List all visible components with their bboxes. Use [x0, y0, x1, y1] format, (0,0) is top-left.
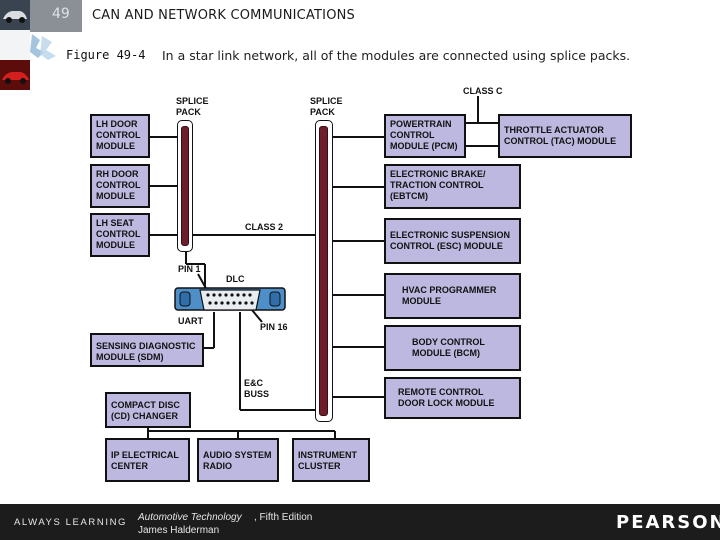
- gear-thumbnail: [0, 30, 56, 60]
- right-splice-pack-core: [319, 126, 328, 416]
- wiring-lines: [147, 96, 498, 438]
- tac-line-2: CONTROL (TAC) MODULE: [504, 136, 617, 146]
- pin-16-label: PIN 16: [260, 322, 288, 332]
- left-splice-label-line-1: SPLICE: [176, 96, 209, 106]
- ip-electrical-line-1: IP ELECTRICAL: [111, 450, 179, 460]
- body-control-module: BODY CONTROL MODULE (BCM): [384, 325, 521, 371]
- lh-door-control-module: LH DOOR CONTROL MODULE: [90, 114, 150, 158]
- lh-seat-line-1: LH SEAT: [96, 218, 134, 228]
- rh-door-line-1: RH DOOR: [96, 169, 139, 179]
- lh-seat-line-3: MODULE: [96, 240, 135, 250]
- lh-door-line-1: LH DOOR: [96, 119, 138, 129]
- ebtcm-line-3: (EBTCM): [390, 191, 428, 201]
- footer-author: James Halderman: [138, 525, 220, 536]
- sdm-line-1: SENSING DIAGNOSTIC: [96, 341, 196, 351]
- right-splice-pack-label: SPLICE PACK: [310, 96, 343, 118]
- dlc-connector: [174, 287, 286, 311]
- rh-door-control-module: RH DOOR CONTROL MODULE: [90, 164, 150, 208]
- sports-car-thumbnail-icon: [0, 60, 30, 90]
- instrument-cluster-line-1: INSTRUMENT: [298, 450, 357, 460]
- pcm-line-3: MODULE (PCM): [390, 141, 458, 151]
- audio-system-line-1: AUDIO SYSTEM: [203, 450, 272, 460]
- bcm-line-1: BODY CONTROL: [412, 337, 485, 347]
- audio-system-line-2: RADIO: [203, 461, 232, 471]
- class-c-label: CLASS C: [463, 86, 503, 96]
- instrument-cluster-line-2: CLUSTER: [298, 461, 341, 471]
- sports-car-thumbnail: [0, 60, 30, 90]
- electronic-suspension-control-module: ELECTRONIC SUSPENSION CONTROL (ESC) MODU…: [384, 218, 521, 264]
- lh-door-line-3: MODULE: [96, 141, 135, 151]
- ip-electrical-line-2: CENTER: [111, 461, 149, 471]
- lh-seat-control-module: LH SEAT CONTROL MODULE: [90, 213, 150, 257]
- pin-1-label: PIN 1: [178, 264, 201, 274]
- audio-system-radio: AUDIO SYSTEM RADIO: [197, 438, 279, 482]
- pcm-line-1: POWERTRAIN: [390, 119, 452, 129]
- throttle-actuator-control-module: THROTTLE ACTUATOR CONTROL (TAC) MODULE: [498, 114, 632, 158]
- remote-control-door-lock-module: REMOTE CONTROL DOOR LOCK MODULE: [384, 377, 521, 419]
- pcm-line-2: CONTROL: [390, 130, 435, 140]
- footer-bar: [0, 504, 720, 540]
- footer-book-title: Automotive Technology: [138, 512, 242, 523]
- instrument-cluster: INSTRUMENT CLUSTER: [292, 438, 370, 482]
- chapter-number: 49: [52, 6, 70, 22]
- figure-caption: In a star link network, all of the modul…: [162, 48, 631, 63]
- sensing-diagnostic-module: SENSING DIAGNOSTIC MODULE (SDM): [90, 333, 204, 367]
- ebtcm-line-1: ELECTRONIC BRAKE/: [390, 169, 486, 179]
- rh-door-line-2: CONTROL: [96, 180, 141, 190]
- lh-seat-line-2: CONTROL: [96, 229, 141, 239]
- gear-thumbnail-icon: [0, 30, 56, 60]
- rcdlm-line-1: REMOTE CONTROL: [398, 387, 484, 397]
- cd-changer-line-1: COMPACT DISC: [111, 400, 180, 410]
- car-thumbnail: [0, 0, 30, 30]
- right-splice-label-line-1: SPLICE: [310, 96, 343, 106]
- powertrain-control-module: POWERTRAIN CONTROL MODULE (PCM): [384, 114, 466, 158]
- right-splice-pack: [315, 120, 333, 422]
- car-thumbnail-icon: [0, 0, 30, 30]
- ec-buss-label: E&C BUSS: [244, 378, 269, 400]
- hvac-programmer-module: HVAC PROGRAMMER MODULE: [384, 273, 521, 319]
- rh-door-line-3: MODULE: [96, 191, 135, 201]
- left-splice-pack-core: [181, 126, 189, 246]
- ec-buss-line-2: BUSS: [244, 389, 270, 399]
- figure-label: Figure 49-4: [66, 48, 146, 62]
- ip-electrical-center: IP ELECTRICAL CENTER: [105, 438, 190, 482]
- electronic-brake-traction-control-module: ELECTRONIC BRAKE/ TRACTION CONTROL (EBTC…: [384, 164, 521, 209]
- left-splice-pack: [177, 120, 193, 252]
- publisher-logo: PEARSON: [616, 512, 720, 533]
- footer-tagline: ALWAYS LEARNING: [14, 517, 128, 528]
- rcdlm-line-2: DOOR LOCK MODULE: [398, 398, 495, 408]
- class-2-label: CLASS 2: [245, 222, 284, 232]
- lh-door-line-2: CONTROL: [96, 130, 141, 140]
- left-splice-pack-label: SPLICE PACK: [176, 96, 209, 118]
- bcm-line-2: MODULE (BCM): [412, 348, 480, 358]
- chapter-title: CAN AND NETWORK COMMUNICATIONS: [92, 8, 356, 23]
- cd-changer-line-2: (CD) CHANGER: [111, 411, 178, 421]
- hvac-line-1: HVAC PROGRAMMER: [402, 285, 497, 295]
- esc-line-2: CONTROL (ESC) MODULE: [390, 241, 503, 251]
- esc-line-1: ELECTRONIC SUSPENSION: [390, 230, 511, 240]
- left-splice-label-line-2: PACK: [176, 107, 201, 117]
- compact-disc-changer: COMPACT DISC (CD) CHANGER: [105, 392, 191, 428]
- footer-book-edition: , Fifth Edition: [254, 512, 313, 523]
- dlc-label: DLC: [226, 274, 245, 284]
- sdm-line-2: MODULE (SDM): [96, 352, 164, 362]
- uart-label: UART: [178, 316, 203, 326]
- hvac-line-2: MODULE: [402, 296, 441, 306]
- ec-buss-line-1: E&C: [244, 378, 264, 388]
- right-splice-label-line-2: PACK: [310, 107, 335, 117]
- tac-line-1: THROTTLE ACTUATOR: [504, 125, 604, 135]
- ebtcm-line-2: TRACTION CONTROL: [390, 180, 484, 190]
